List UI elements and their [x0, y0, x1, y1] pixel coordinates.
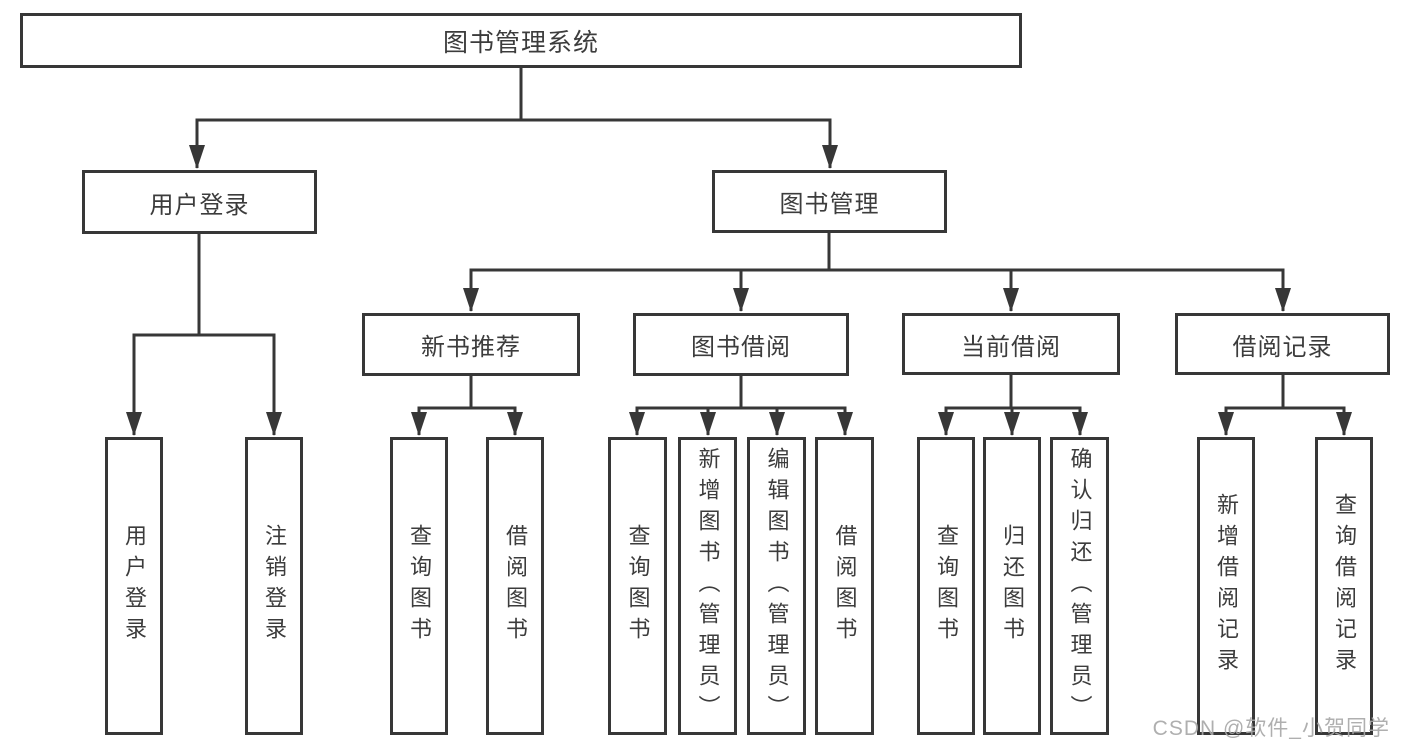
leaf-label: 确认归还（管理员） [1067, 446, 1093, 726]
leaf-borrow-books-recommend: 借阅图书 [486, 437, 544, 735]
leaf-label: 查询图书 [625, 524, 651, 648]
node-borrowing-records: 借阅记录 [1175, 313, 1390, 375]
node-book-borrowing: 图书借阅 [633, 313, 849, 376]
leaf-confirm-return-admin: 确认归还（管理员） [1050, 437, 1109, 735]
leaf-query-books-recommend: 查询图书 [390, 437, 448, 735]
leaf-label: 归还图书 [1000, 524, 1025, 648]
leaf-query-books-current: 查询图书 [917, 437, 975, 735]
leaf-user-login: 用户登录 [105, 437, 163, 735]
leaf-label: 查询借阅记录 [1332, 493, 1357, 679]
leaf-edit-books-admin: 编辑图书（管理员） [747, 437, 806, 735]
node-new-book-recommendation: 新书推荐 [362, 313, 580, 376]
node-user-login: 用户登录 [82, 170, 317, 234]
node-library-management-system: 图书管理系统 [20, 13, 1022, 68]
leaf-logout: 注销登录 [245, 437, 303, 735]
leaf-add-books-admin: 新增图书（管理员） [678, 437, 737, 735]
leaf-label: 新增借阅记录 [1214, 493, 1239, 679]
csdn-watermark: CSDN @软件_小贺同学 [1152, 717, 1390, 740]
leaf-label: 查询图书 [407, 524, 432, 648]
leaf-borrow-books: 借阅图书 [815, 437, 874, 735]
node-current-borrowing: 当前借阅 [902, 313, 1120, 375]
leaf-return-books: 归还图书 [983, 437, 1041, 735]
leaf-add-borrow-record: 新增借阅记录 [1197, 437, 1255, 735]
leaf-label: 编辑图书（管理员） [764, 446, 790, 726]
node-book-management: 图书管理 [712, 170, 947, 233]
leaf-label: 注销登录 [262, 524, 287, 648]
leaf-label: 新增图书（管理员） [695, 446, 721, 726]
connector-arrows [126, 120, 1352, 436]
leaf-query-borrow-record: 查询借阅记录 [1315, 437, 1373, 735]
leaf-label: 借阅图书 [832, 524, 858, 648]
leaf-label: 查询图书 [934, 524, 959, 648]
leaf-label: 用户登录 [122, 524, 147, 648]
leaf-label: 借阅图书 [503, 524, 528, 648]
leaf-query-books-borrowing: 查询图书 [608, 437, 667, 735]
